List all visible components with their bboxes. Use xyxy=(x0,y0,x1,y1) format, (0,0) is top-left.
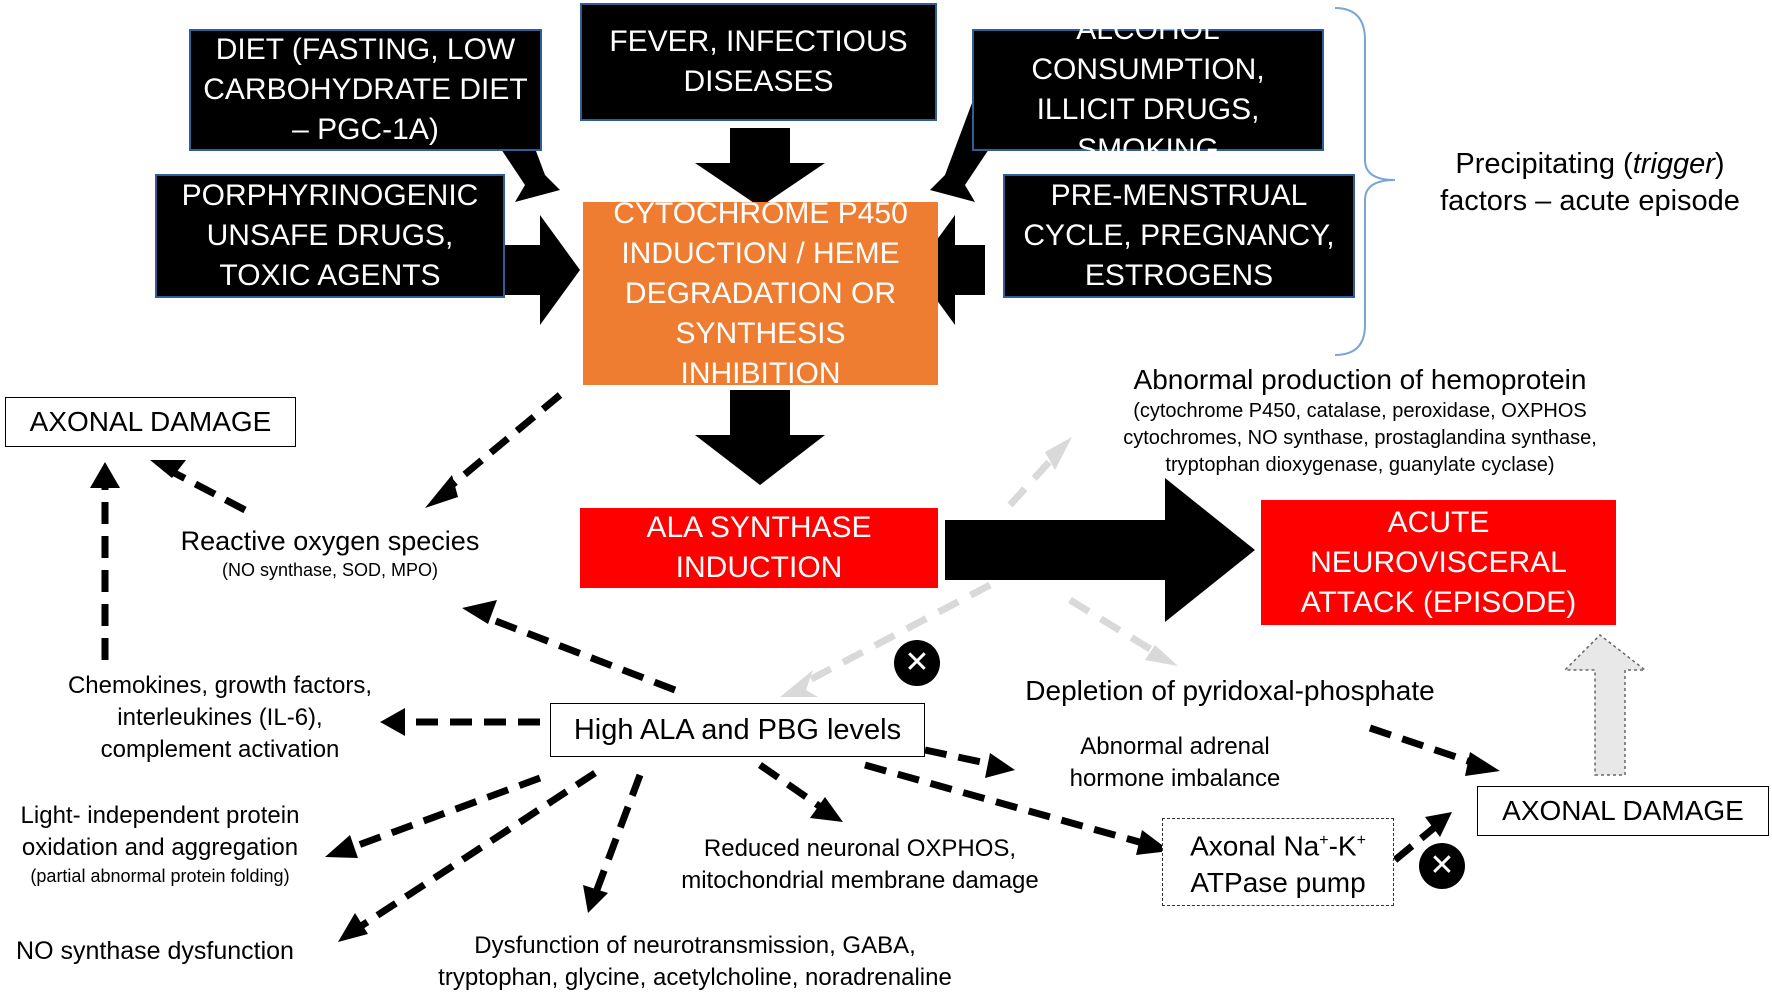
ala-synthase-box: ALA SYNTHASE INDUCTION xyxy=(580,508,938,588)
arrow-cytochrome-to-ros xyxy=(437,392,563,498)
no-synthase-label: NO synthase dysfunction xyxy=(16,937,294,965)
ros-title: Reactive oxygen species xyxy=(180,526,480,556)
hemoprotein-title: Abnormal production of hemoprotein xyxy=(1133,364,1587,395)
arrow-to-pyridoxal xyxy=(1068,597,1162,658)
axonal-damage-left-label: AXONAL DAMAGE xyxy=(29,406,272,437)
arrow-pyridoxal-to-axonal xyxy=(1368,724,1482,769)
arrow-fever-to-cytochrome xyxy=(695,128,825,207)
protein-label: Light- independent protein oxidation and… xyxy=(20,802,300,886)
axonal-damage-right-label: AXONAL DAMAGE xyxy=(1502,795,1744,826)
pyridoxal-label: Depletion of pyridoxal-phosphate xyxy=(1025,675,1435,706)
trigger-fever: FEVER, INFECTIOUS DISEASES xyxy=(580,3,937,121)
ros-label: Reactive oxygen species (NO synthase, SO… xyxy=(140,525,520,582)
hemoprotein-detail-3: tryptophan dioxygenase, guanylate cyclas… xyxy=(1165,454,1555,476)
trigger-fever-label: FEVER, INFECTIOUS DISEASES xyxy=(609,25,908,98)
atpase-pump-label: Axonal Na+-K+ ATPase pump xyxy=(1190,830,1366,898)
precipitating-label: Precipitating (trigger) factors – acute … xyxy=(1440,148,1740,217)
trigger-alcohol-label: ALCOHOL CONSUMPTION, ILLICIT DRUGS, SMOK… xyxy=(1031,13,1265,166)
trigger-alcohol: ALCOHOL CONSUMPTION, ILLICIT DRUGS, SMOK… xyxy=(972,13,1324,166)
high-ala-label: High ALA and PBG levels xyxy=(573,713,902,746)
arrow-high-to-ros xyxy=(478,611,677,694)
trigger-diet: DIET (FASTING, LOW CARBOHYDRATE DIET – P… xyxy=(189,29,542,151)
arrow-high-to-neuro xyxy=(591,773,644,897)
high-ala-box: High ALA and PBG levels xyxy=(550,703,925,757)
arrow-high-to-adrenal xyxy=(924,746,996,769)
arrow-high-to-oxphos xyxy=(758,762,827,813)
arrow-menstrual-to-cytochrome xyxy=(915,215,985,325)
arrow-high-to-nosynth xyxy=(353,770,597,933)
arrow-axonal-to-acute-light xyxy=(1563,634,1648,776)
trigger-drugs-label: PORPHYRINOGENIC UNSAFE DRUGS, TOXIC AGEN… xyxy=(181,179,479,292)
hemoprotein-label: Abnormal production of hemoprotein (cyto… xyxy=(1080,362,1640,479)
chemokines-label: Chemokines, growth factors, interleukine… xyxy=(67,672,373,763)
arrow-high-to-pump xyxy=(864,761,1151,849)
hemoprotein-detail-1: (cytochrome P450, catalase, peroxidase, … xyxy=(1133,400,1587,422)
arrow-pump-to-axonal xyxy=(1392,824,1438,863)
axonal-damage-left: AXONAL DAMAGE xyxy=(5,397,296,447)
adrenal-label: Abnormal adrenal hormone imbalance xyxy=(1069,733,1281,792)
axonal-damage-right: AXONAL DAMAGE xyxy=(1477,786,1769,836)
neurotransmission-label: Dysfunction of neurotransmission, GABA, … xyxy=(438,932,952,991)
precipitating-brace xyxy=(1334,7,1396,356)
arrow-ala-to-acute xyxy=(945,478,1255,622)
arrow-ros-to-axonal xyxy=(163,464,247,514)
oxphos-label: Reduced neuronal OXPHOS, mitochondrial m… xyxy=(681,835,1039,894)
arrow-high-to-protein xyxy=(343,774,542,854)
trigger-diet-label: DIET (FASTING, LOW CARBOHYDRATE DIET – P… xyxy=(203,33,528,146)
arrow-drugs-to-cytochrome xyxy=(495,215,580,325)
trigger-drugs: PORPHYRINOGENIC UNSAFE DRUGS, TOXIC AGEN… xyxy=(155,174,505,298)
cytochrome-label: CYTOCHROME P450 INDUCTION / HEME DEGRADA… xyxy=(613,196,908,390)
arrow-to-hemoprotein xyxy=(1007,447,1063,508)
cytochrome-box: CYTOCHROME P450 INDUCTION / HEME DEGRADA… xyxy=(583,197,938,390)
atpase-pump-box: Axonal Na+-K+ ATPase pump xyxy=(1162,818,1394,906)
acute-attack-label: ACUTE NEUROVISCERAL ATTACK (EPISODE) xyxy=(1300,505,1577,619)
trigger-menstrual: PRE-MENSTRUAL CYCLE, PREGNANCY, ESTROGEN… xyxy=(1003,174,1355,298)
acute-attack-box: ACUTE NEUROVISCERAL ATTACK (EPISODE) xyxy=(1261,500,1616,625)
x-circle-icon: ✕ xyxy=(1419,843,1465,889)
x-circle-icon: ✕ xyxy=(894,640,940,686)
trigger-menstrual-label: PRE-MENSTRUAL CYCLE, PREGNANCY, ESTROGEN… xyxy=(1023,179,1335,292)
ros-detail: (NO synthase, SOD, MPO) xyxy=(221,560,439,580)
arrow-cytochrome-to-ala xyxy=(695,390,825,485)
ala-synthase-label: ALA SYNTHASE INDUCTION xyxy=(646,511,872,584)
hemoprotein-detail-2: cytochromes, NO synthase, prostaglandina… xyxy=(1123,427,1597,449)
